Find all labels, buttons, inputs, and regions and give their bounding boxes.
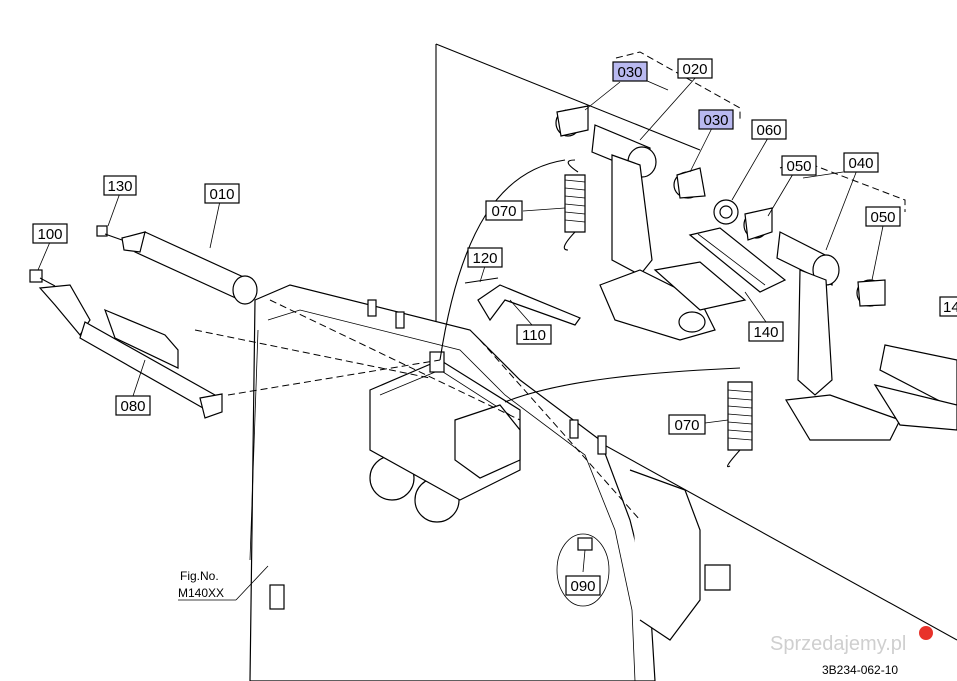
svg-text:080: 080 [120,398,145,415]
label-070a[interactable]: 070 [485,200,523,221]
fig-ref-line2: M140XX [178,586,224,600]
pedal-pad-140 [653,227,787,311]
svg-text:040: 040 [848,155,873,172]
label-140b[interactable]: 14 [939,296,957,317]
figure-reference: Fig.No. M140XX [178,565,269,601]
leader-lines [37,75,884,573]
svg-text:030: 030 [617,64,642,81]
bolt-090 [556,533,610,607]
svg-text:050: 050 [870,209,895,226]
svg-text:070: 070 [491,203,516,220]
fig-ref-line1: Fig.No. [180,569,219,583]
svg-text:090: 090 [570,578,595,595]
svg-text:050: 050 [786,158,811,175]
label-130[interactable]: 130 [103,175,137,196]
spring-070-lower [504,367,753,468]
pin-110 [477,284,581,326]
svg-text:120: 120 [472,250,497,267]
assembly-bracket-040 [779,159,906,212]
svg-text:020: 020 [682,61,707,78]
label-020[interactable]: 020 [677,58,713,79]
drawing-code: 3B234-062-10 [822,663,898,677]
label-050a[interactable]: 050 [781,155,817,176]
svg-text:030: 030 [703,112,728,129]
label-010[interactable]: 010 [204,183,240,204]
label-140a[interactable]: 140 [748,321,784,342]
svg-text:140: 140 [753,324,778,341]
watermark-dot-icon [919,626,933,640]
bolt-100 [29,269,56,287]
assembly-bracket-020 [615,51,741,120]
label-050b[interactable]: 050 [865,206,901,227]
pedal-020 [555,105,739,341]
label-030a[interactable]: 030 [612,61,648,82]
label-030b[interactable]: 030 [698,109,734,130]
svg-text:Sprzedajemy.pl: Sprzedajemy.pl [770,633,906,655]
svg-text:130: 130 [107,178,132,195]
label-090[interactable]: 090 [565,575,601,596]
label-120[interactable]: 120 [467,247,503,268]
label-060[interactable]: 060 [751,119,787,140]
pin-120 [464,277,499,284]
pedal-frame [194,284,731,681]
svg-text:100: 100 [37,226,62,243]
label-100[interactable]: 100 [32,223,68,244]
pedal-040 [743,207,957,441]
part-080-cross-shaft [38,284,223,419]
label-070b[interactable]: 070 [668,414,706,435]
bolt-130 [96,225,123,241]
svg-text:070: 070 [674,417,699,434]
svg-text:010: 010 [209,186,234,203]
svg-text:110: 110 [522,327,546,344]
label-040[interactable]: 040 [843,152,879,173]
svg-text:14: 14 [943,299,957,316]
label-110[interactable]: 110 [516,324,552,345]
part-010-shaft [121,231,258,305]
watermark: Sprzedajemy.pl [770,626,933,655]
label-080[interactable]: 080 [115,395,151,416]
svg-text:060: 060 [756,122,781,139]
